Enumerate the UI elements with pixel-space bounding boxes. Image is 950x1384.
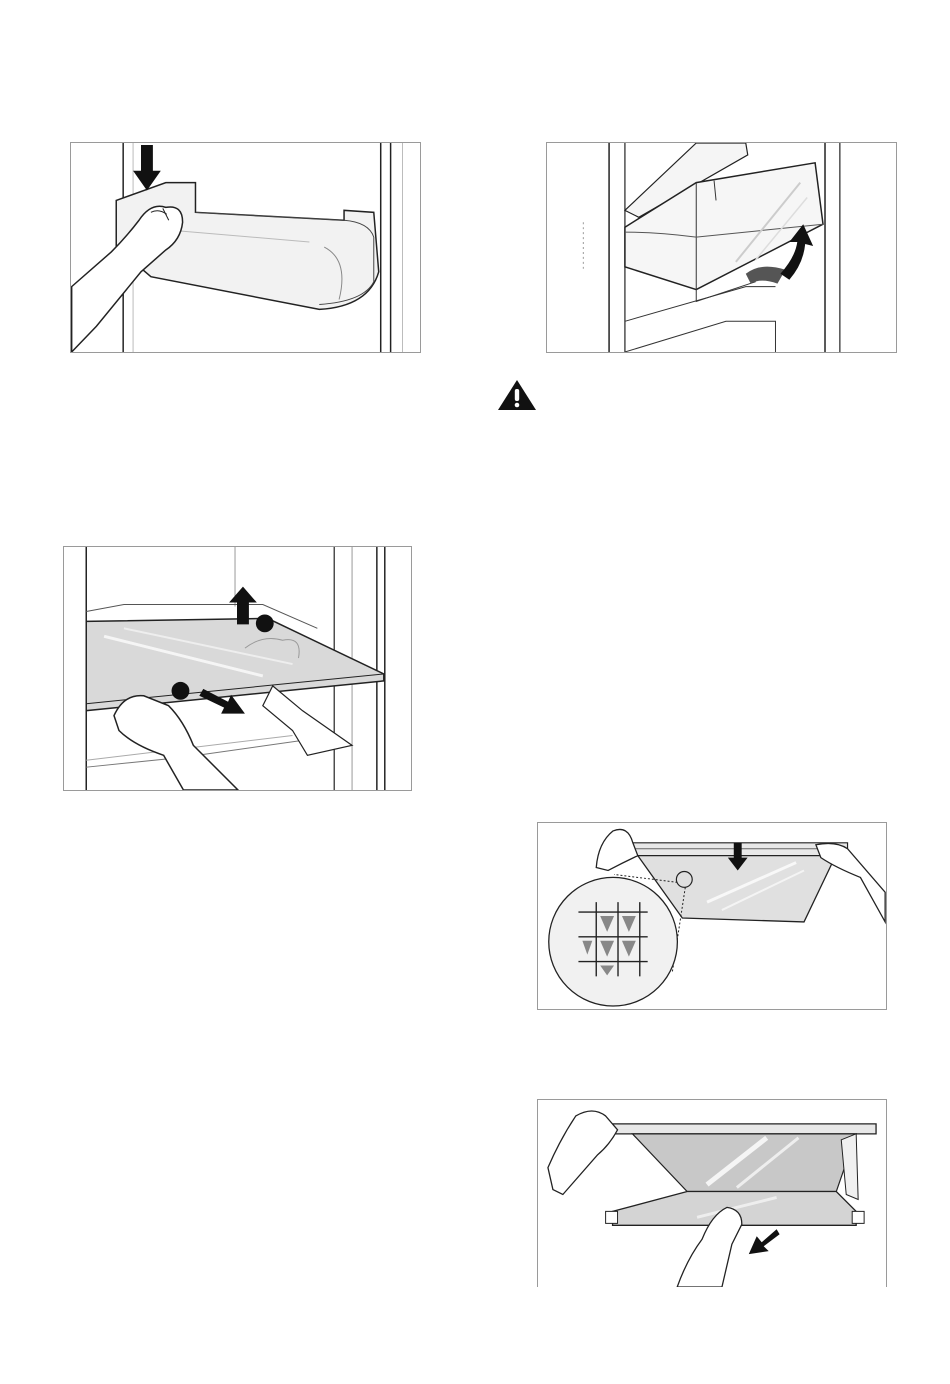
crisper-grid-illustration [538,823,886,1009]
step-marker-2 [172,682,190,700]
crisper-tray-illustration [547,143,896,352]
step-marker-1 [256,614,274,632]
figure-crisper-cover-removal [537,1099,887,1287]
arrow-pull-icon [749,1229,780,1254]
warning-triangle-icon [497,379,537,411]
glass-shelf-illustration [64,547,411,790]
arrow-down-icon [133,145,161,191]
figure-crisper-tray-removal [546,142,897,353]
door-shelf-illustration [71,143,420,352]
crisper-cover-illustration [538,1100,886,1287]
figure-glass-shelf-removal [63,546,412,791]
figure-crisper-grid-detail [537,822,887,1010]
figure-door-shelf-removal [70,142,421,353]
